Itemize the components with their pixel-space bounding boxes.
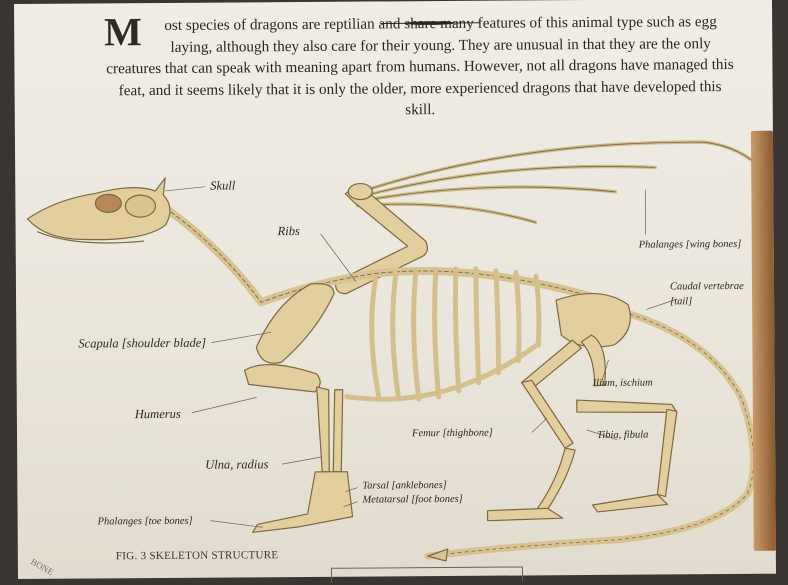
label-metatarsal: Metatarsal [foot bones] (362, 494, 462, 506)
label-femur: Femur [thighbone] (412, 428, 493, 440)
scapula (256, 283, 335, 363)
label-humerus: Humerus (135, 407, 181, 422)
label-ribs: Ribs (278, 224, 300, 239)
fore-foot (252, 472, 352, 533)
label-tarsal: Tarsal [anklebones] (362, 480, 447, 492)
label-scapula: Scapula [shoulder blade] (78, 336, 206, 352)
tibia-fibula (522, 380, 573, 448)
ribs (371, 268, 539, 399)
label-tibia-fibula: Tibia, fibula (597, 430, 648, 441)
wing-bones (355, 142, 776, 224)
label-caudal-tail: [tail] (670, 296, 692, 307)
label-skull: Skull (210, 178, 235, 193)
label-ulna-radius: Ulna, radius (205, 457, 268, 472)
hind-foot (488, 508, 563, 521)
bottom-box-edge (331, 566, 523, 582)
label-phalanges-wing: Phalanges [wing bones] (639, 239, 742, 251)
label-phalanges-toe: Phalanges [toe bones] (98, 516, 193, 528)
label-ilium-ischium: Ilium, ischium (593, 378, 653, 389)
ulna-radius (317, 387, 330, 472)
figure-caption: FIG. 3 SKELETON STRUCTURE (116, 549, 279, 562)
humerus (245, 364, 321, 392)
dragon-skeleton-illustration (14, 0, 776, 579)
book-edge (751, 131, 776, 551)
label-caudal-vertebrae: Caudal vertebrae (670, 281, 744, 293)
